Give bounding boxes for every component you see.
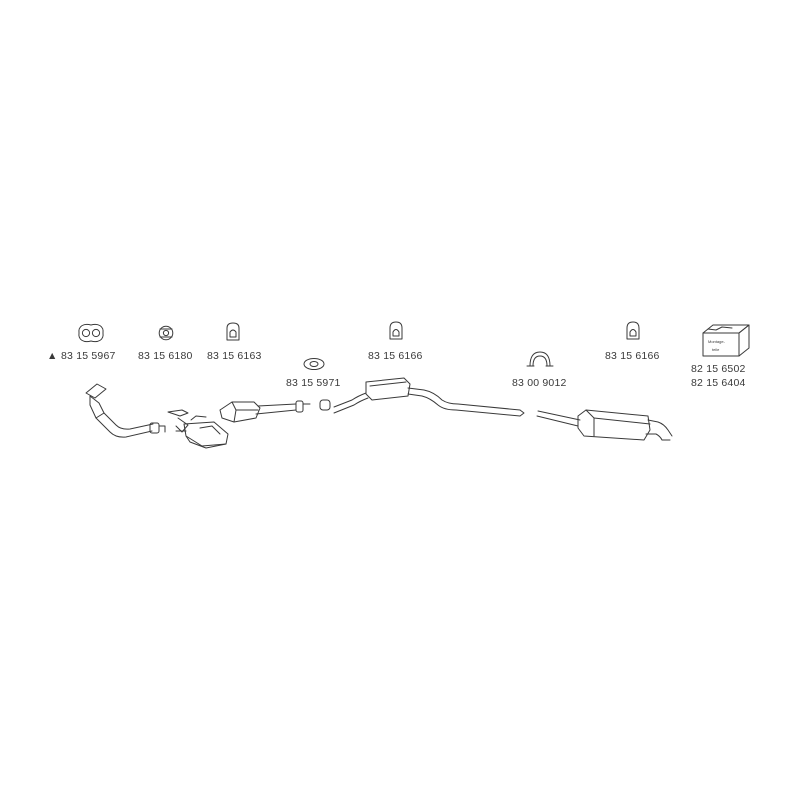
mounting-kit-box-icon: Montage- teile xyxy=(702,324,750,357)
center-muffler xyxy=(333,377,525,417)
part-number-label: 83 15 6166 xyxy=(605,350,660,362)
part-number-label: 83 15 5967 xyxy=(61,350,116,362)
kit-box-text-2: teile xyxy=(712,347,720,352)
kit-number-label: 82 15 6502 xyxy=(691,363,746,375)
front-down-pipe xyxy=(85,383,166,438)
pipe-connector xyxy=(319,399,331,411)
part-number-label: 83 15 6163 xyxy=(207,350,262,362)
part-number-label: 83 00 9012 xyxy=(512,377,567,389)
kit-box-text-1: Montage- xyxy=(708,339,726,344)
middle-converter xyxy=(219,400,311,423)
part-number-label: 83 15 6180 xyxy=(138,350,193,362)
ring-hanger-icon xyxy=(158,325,174,341)
kit-number-label: 82 15 6404 xyxy=(691,377,746,389)
pipe-clamp-icon xyxy=(526,351,554,367)
flange-gasket-icon xyxy=(78,323,104,343)
rear-muffler xyxy=(536,409,673,441)
part-number-label: 83 15 5971 xyxy=(286,377,341,389)
rubber-mount-icon xyxy=(226,322,240,341)
catalytic-converter xyxy=(167,409,229,449)
part-number-label: 83 15 6166 xyxy=(368,350,423,362)
gasket-ring-icon xyxy=(303,358,325,370)
rubber-mount-icon xyxy=(626,321,640,340)
part-marker: ▲ xyxy=(47,350,58,362)
rubber-mount-icon xyxy=(389,321,403,340)
